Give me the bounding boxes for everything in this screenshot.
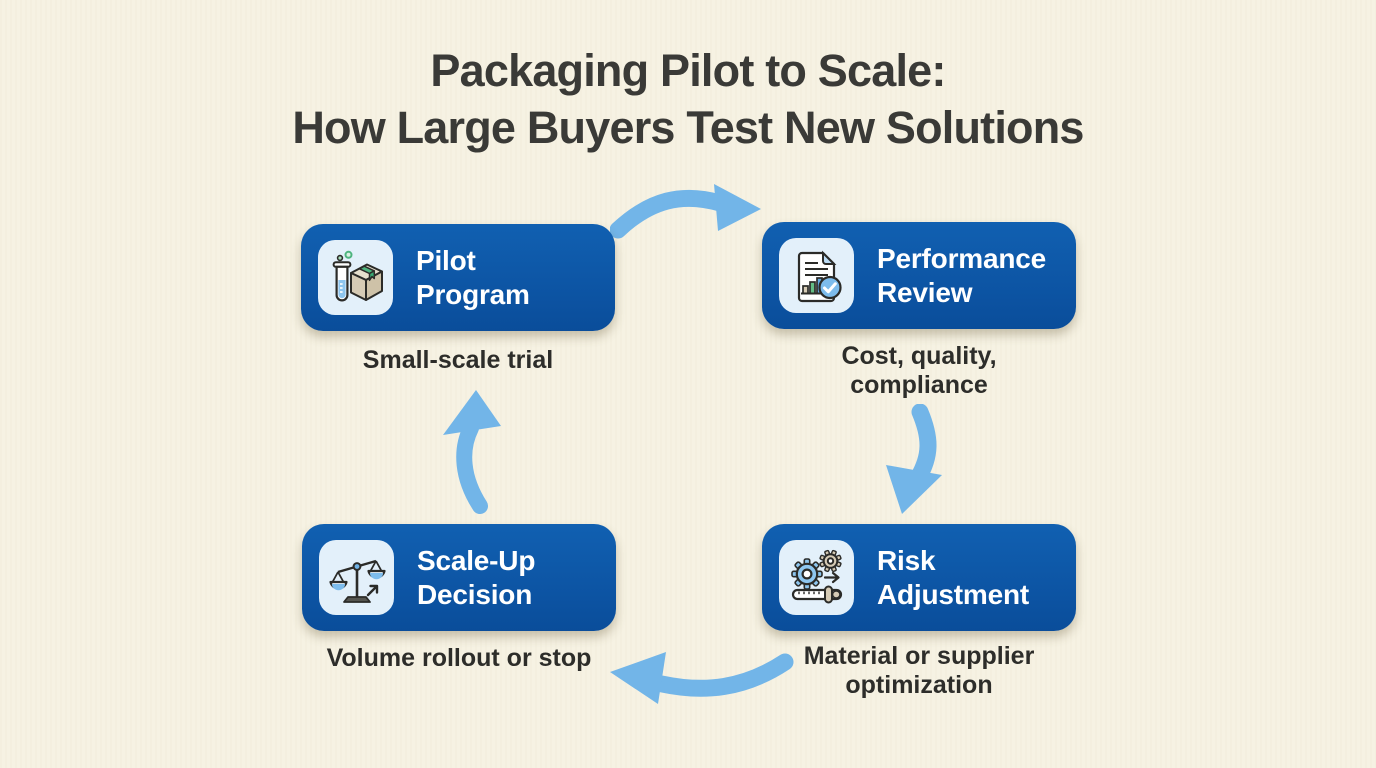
- node-title-performance-review: Performance Review: [877, 242, 1046, 308]
- node-title-pilot-program: Pilot Program: [416, 244, 530, 310]
- arrow-performance-to-risk-icon: [886, 404, 942, 514]
- node-performance-review: Performance Review: [762, 222, 1076, 329]
- gears-and-slider-icon: [790, 549, 842, 603]
- node-scale-up-decision: Scale-Up Decision: [302, 524, 616, 631]
- risk-adjustment-icon-tile: [779, 540, 854, 615]
- arrow-pilot-to-performance-icon: [610, 184, 761, 239]
- caption-performance-review: Cost, quality, compliance: [841, 342, 997, 399]
- node-pilot-program: Pilot Program: [301, 224, 615, 331]
- test-tube-and-box-icon: [332, 250, 383, 301]
- page-title: Packaging Pilot to Scale: How Large Buye…: [0, 42, 1376, 156]
- caption-scale-up-decision: Volume rollout or stop: [326, 644, 592, 672]
- caption-pilot-program: Small-scale trial: [362, 346, 554, 374]
- node-title-scale-up-decision: Scale-Up Decision: [417, 544, 536, 610]
- caption-risk-adjustment: Material or supplier optimization: [803, 642, 1035, 699]
- page-title-line-2: How Large Buyers Test New Solutions: [292, 102, 1084, 153]
- arrow-scaleup-to-pilot-icon: [443, 390, 501, 514]
- balance-scale-with-arrow-icon: [328, 559, 386, 603]
- page-title-line-1: Packaging Pilot to Scale:: [430, 45, 946, 96]
- arrow-risk-to-scaleup-icon: [610, 652, 794, 704]
- report-with-checkmark-icon: [797, 250, 842, 302]
- scale-up-decision-icon-tile: [319, 540, 394, 615]
- node-risk-adjustment: Risk Adjustment: [762, 524, 1076, 631]
- node-title-risk-adjustment: Risk Adjustment: [877, 544, 1030, 610]
- pilot-program-icon-tile: [318, 240, 393, 315]
- performance-review-icon-tile: [779, 238, 854, 313]
